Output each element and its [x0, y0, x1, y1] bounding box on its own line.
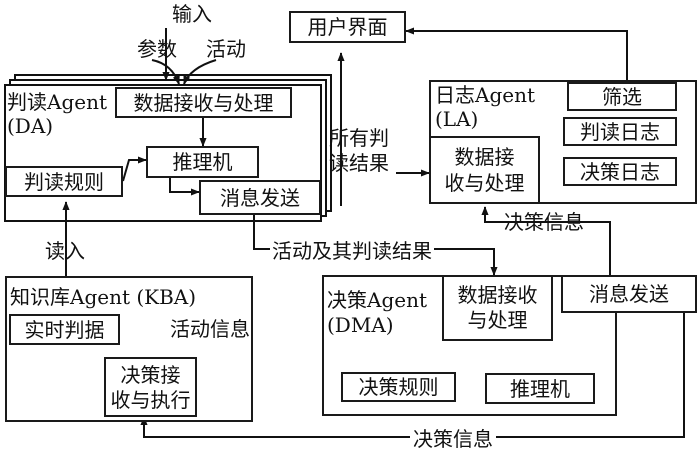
kba-realtime-box: 实时判据: [9, 314, 120, 345]
da-receive-box: 数据接收与处理: [115, 87, 292, 118]
decision-info-upper-label: 决策信息: [504, 210, 584, 234]
dma-receive-line-1: 数据接收: [457, 283, 538, 307]
la-to-ui-arrow: [405, 27, 628, 84]
read-in-label: 读入: [45, 239, 85, 263]
activity-label: 活动: [206, 37, 246, 61]
kba-activity-info: 活动信息: [170, 317, 250, 341]
da-abbr: (DA): [7, 114, 54, 138]
la-title: 日志Agent: [435, 83, 535, 107]
la-decision-log-box: 决策日志: [563, 157, 677, 186]
activity-results-label: 活动及其判读结果: [270, 239, 434, 263]
all-results-label-2: 读结果: [329, 151, 389, 175]
kba-exec-line-1: 决策接: [120, 363, 181, 387]
decision-info-lower-label: 决策信息: [410, 428, 496, 450]
la-abbr: (LA): [435, 107, 479, 131]
rules-to-inference-arrow: [122, 156, 147, 182]
dma-title: 决策Agent: [327, 288, 427, 312]
dma-receive-line-2: 与处理: [467, 308, 528, 332]
dma-inference-box: 推理机: [485, 373, 595, 404]
kba-exec-line-2: 收与执行: [110, 388, 191, 412]
dma-send-box: 消息发送: [561, 275, 697, 313]
dma-abbr: (DMA): [327, 313, 394, 337]
kba-title: 知识库Agent (KBA): [10, 285, 197, 309]
user-interface-box: 用户界面: [289, 11, 406, 43]
la-receive-line-2: 收与处理: [444, 171, 525, 195]
la-receive-line-1: 数据接: [454, 145, 515, 169]
da-send-box: 消息发送: [199, 180, 321, 215]
params-label: 参数: [137, 37, 177, 61]
params-arrow: [151, 59, 180, 85]
decision-info-upper-arrow: [481, 206, 611, 275]
da-rules-box: 判读规则: [5, 166, 123, 197]
input-label: 输入: [172, 2, 212, 26]
inference-to-send-arrow: [169, 178, 200, 196]
da-inference-box: 推理机: [146, 146, 259, 178]
kba-exec-box: 决策接 收与执行: [104, 357, 197, 417]
da-title: 判读Agent: [7, 90, 107, 114]
dma-rules-box: 决策规则: [341, 372, 456, 402]
activity-arrow: [183, 59, 217, 85]
la-filter-box: 筛选: [567, 82, 677, 111]
dma-receive-box: 数据接收 与处理: [442, 275, 553, 341]
la-read-log-box: 判读日志: [563, 117, 677, 146]
all-results-label-1: 所有判: [329, 126, 389, 150]
la-receive-box: 数据接 收与处理: [429, 136, 540, 204]
